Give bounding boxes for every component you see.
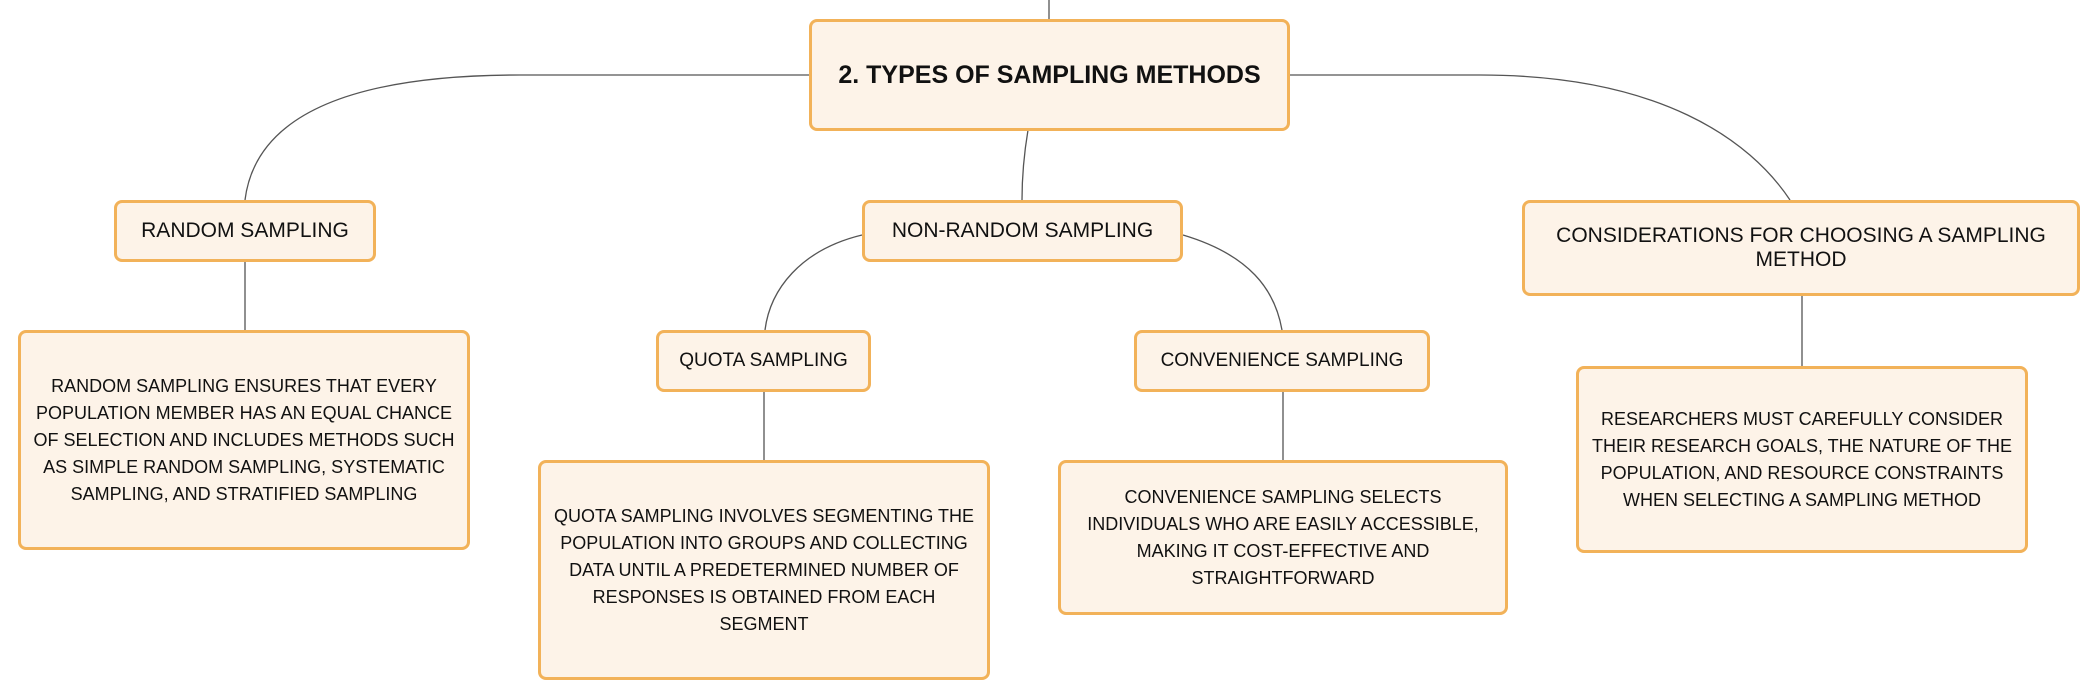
connector-nonrandom-to-quota (764, 234, 863, 331)
quota-sampling-node[interactable]: QUOTA SAMPLING (656, 330, 871, 392)
convenience-sampling-description: CONVENIENCE SAMPLING SELECTS INDIVIDUALS… (1087, 486, 1479, 588)
root-topic-node[interactable]: 2. TYPES OF SAMPLING METHODS (809, 19, 1290, 131)
quota-sampling-label: QUOTA SAMPLING (679, 350, 848, 371)
connector-root-to-nonrandom (1021, 129, 1029, 201)
non-random-sampling-label: NON-RANDOM SAMPLING (891, 219, 1154, 242)
quota-sampling-description: QUOTA SAMPLING INVOLVES SEGMENTING THE P… (553, 505, 975, 634)
connector-root-to-considerations (1290, 74, 1791, 201)
convenience-sampling-label: CONVENIENCE SAMPLING (1160, 350, 1404, 371)
connector-root-to-random (244, 74, 809, 201)
connector-nonrandom-to-convenience (1182, 234, 1283, 331)
random-sampling-description: RANDOM SAMPLING ENSURES THAT EVERY POPUL… (33, 375, 455, 504)
random-sampling-node[interactable]: RANDOM SAMPLING (114, 200, 376, 262)
considerations-description: RESEARCHERS MUST CAREFULLY CONSIDER THEI… (1591, 408, 2013, 510)
non-random-sampling-node[interactable]: NON-RANDOM SAMPLING (862, 200, 1183, 262)
quota-sampling-description-node[interactable]: QUOTA SAMPLING INVOLVES SEGMENTING THE P… (538, 460, 990, 680)
convenience-sampling-node[interactable]: CONVENIENCE SAMPLING (1134, 330, 1430, 392)
random-sampling-description-node[interactable]: RANDOM SAMPLING ENSURES THAT EVERY POPUL… (18, 330, 470, 550)
root-topic-label: 2. TYPES OF SAMPLING METHODS (838, 60, 1261, 89)
convenience-sampling-description-node[interactable]: CONVENIENCE SAMPLING SELECTS INDIVIDUALS… (1058, 460, 1508, 615)
considerations-node[interactable]: CONSIDERATIONS FOR CHOOSING A SAMPLING M… (1522, 200, 2080, 296)
considerations-label: CONSIDERATIONS FOR CHOOSING A SAMPLING M… (1556, 224, 2046, 271)
random-sampling-label: RANDOM SAMPLING (141, 219, 349, 242)
considerations-description-node[interactable]: RESEARCHERS MUST CAREFULLY CONSIDER THEI… (1576, 366, 2028, 553)
